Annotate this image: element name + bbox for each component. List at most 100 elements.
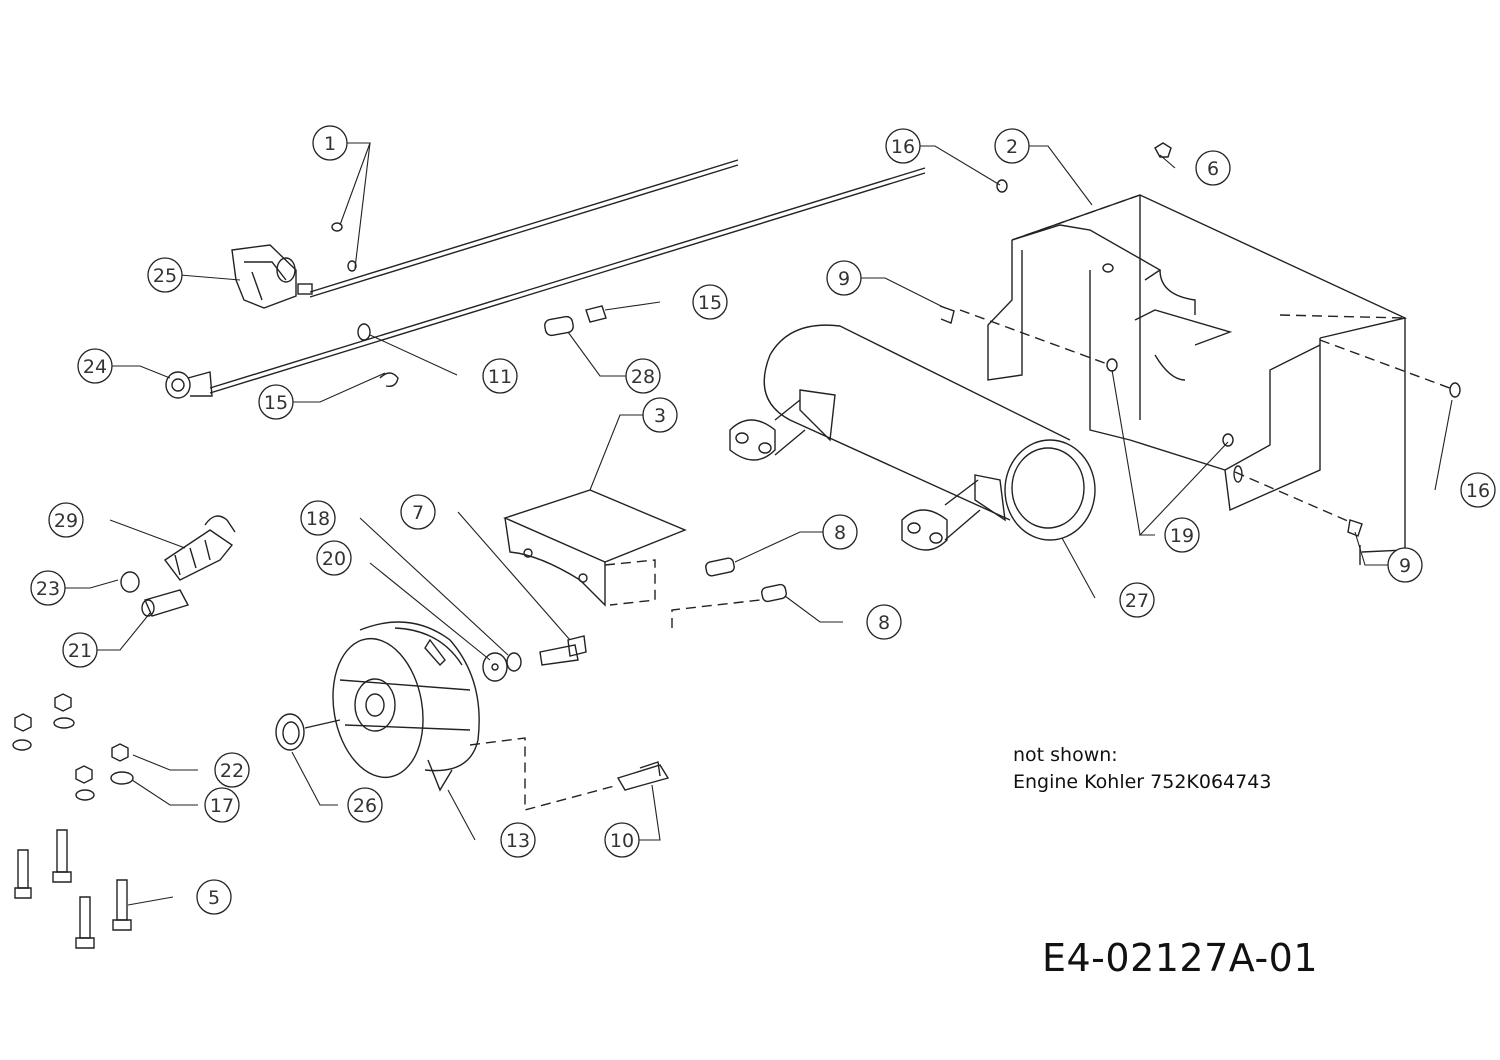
callout-30: 5 (196, 879, 232, 915)
wire-connector (120, 515, 236, 617)
cable-rods (209, 159, 926, 394)
choke-knob (165, 371, 213, 399)
callout-circle (692, 284, 728, 320)
callout-label: 9 (1399, 555, 1411, 577)
callout-29: 10 (604, 822, 640, 858)
callout-label: 29 (54, 510, 78, 532)
callout-label: 6 (1207, 158, 1219, 180)
callout-10: 15 (258, 384, 294, 420)
callout-circle (1119, 582, 1155, 618)
callout-13: 16 (1460, 472, 1496, 508)
callout-circle (1164, 517, 1200, 553)
callout-label: 7 (412, 502, 424, 524)
callout-circle (196, 879, 232, 915)
cable-clip-lower (379, 372, 399, 388)
callout-6: 9 (826, 260, 862, 296)
callout-9: 11 (482, 358, 518, 394)
callout-circle (625, 358, 661, 394)
callout-label: 27 (1125, 590, 1149, 612)
callout-17: 8 (822, 514, 858, 550)
callout-label: 22 (220, 760, 244, 782)
callout-label: 8 (834, 522, 846, 544)
callout-19: 9 (1387, 547, 1423, 583)
callout-label: 10 (610, 830, 634, 852)
callout-label: 16 (891, 136, 915, 158)
callout-circle (258, 384, 294, 420)
not-shown-note: not shown: Engine Kohler 752K064743 (1013, 742, 1271, 796)
heat-shield (503, 489, 687, 607)
callout-circle (204, 787, 240, 823)
callout-20: 20 (316, 540, 352, 576)
callout-circle (642, 397, 678, 433)
muffler (729, 324, 1096, 551)
callout-4: 16 (885, 128, 921, 164)
callout-label: 18 (306, 508, 330, 530)
callout-label: 1 (324, 133, 336, 155)
callout-label: 11 (488, 366, 512, 388)
guard-fasteners (939, 142, 1461, 565)
callout-label: 25 (153, 265, 177, 287)
control-bracket (231, 244, 313, 309)
callout-label: 5 (208, 887, 220, 909)
callout-24: 21 (62, 632, 98, 668)
callout-circle (1195, 150, 1231, 186)
callout-label: 28 (631, 366, 655, 388)
callout-25: 22 (214, 752, 250, 788)
callout-circle (822, 514, 858, 550)
callout-27: 26 (347, 787, 383, 823)
callout-circle (147, 257, 183, 293)
note-line-2: Engine Kohler 752K064743 (1013, 771, 1272, 793)
callout-8: 24 (77, 348, 113, 384)
callout-14: 29 (48, 502, 84, 538)
note-line-1: not shown: (1013, 744, 1118, 766)
callout-label: 24 (83, 356, 107, 378)
callout-circle (48, 502, 84, 538)
callout-label: 21 (68, 640, 92, 662)
callout-bubbles: 1 26 16 25 9 15 24 11 15 28 3 16 29 18 7 8 19 9 20 23 8 27 21 2… (30, 125, 1496, 915)
callout-23: 27 (1119, 582, 1155, 618)
hardware-bolts (14, 829, 132, 949)
diagram-code: E4-02127A-01 (1042, 936, 1319, 980)
callout-label: 15 (698, 292, 722, 314)
stud (469, 737, 670, 811)
callout-label: 15 (264, 392, 288, 414)
clutch-hardware (482, 635, 587, 682)
callout-circle (347, 787, 383, 823)
callout-16: 7 (400, 494, 436, 530)
clip (331, 222, 357, 272)
callout-circle (866, 604, 902, 640)
callout-26: 17 (204, 787, 240, 823)
callout-circle (1460, 472, 1496, 508)
bearing (275, 713, 341, 751)
callout-label: 19 (1170, 525, 1194, 547)
callout-circle (312, 125, 348, 161)
callout-3: 6 (1195, 150, 1231, 186)
callout-label: 9 (838, 268, 850, 290)
callout-label: 23 (36, 578, 60, 600)
callout-circle (300, 500, 336, 536)
callout-label: 20 (322, 548, 346, 570)
callout-circle (62, 632, 98, 668)
callout-label: 16 (1466, 480, 1490, 502)
callout-11: 28 (625, 358, 661, 394)
callout-circle (826, 260, 862, 296)
callout-circle (77, 348, 113, 384)
callout-1: 1 (312, 125, 348, 161)
callout-label: 8 (878, 612, 890, 634)
callout-21: 23 (30, 570, 66, 606)
callout-18: 19 (1164, 517, 1200, 553)
callout-circle (885, 128, 921, 164)
callout-circle (316, 540, 352, 576)
callout-label: 17 (210, 795, 234, 817)
callout-circle (1387, 547, 1423, 583)
callout-12: 3 (642, 397, 678, 433)
hardware-nuts (12, 693, 134, 801)
callout-circle (994, 128, 1030, 164)
callout-circle (604, 822, 640, 858)
callout-circle (500, 822, 536, 858)
muffler-guard (987, 194, 1408, 553)
callout-label: 3 (654, 405, 666, 427)
callout-22: 8 (866, 604, 902, 640)
electric-clutch (332, 621, 480, 792)
spacer (544, 305, 607, 337)
